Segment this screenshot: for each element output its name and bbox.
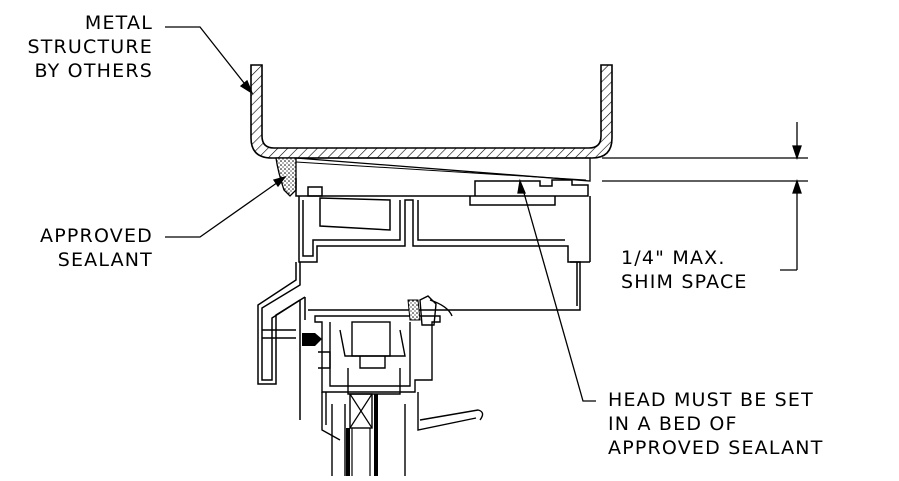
approved-sealant-line-1: APPROVED — [40, 225, 153, 247]
metal-structure-line-1: METAL — [84, 12, 153, 34]
leader-lines — [165, 26, 596, 402]
head-bed-line-2: IN A BED OF — [608, 413, 738, 435]
shim-space-label: 1/4" MAX. SHIM SPACE — [621, 246, 748, 294]
head-frame — [257, 178, 591, 420]
metal-structure-line-2: STRUCTURE — [27, 36, 153, 58]
shim-space-dimension — [602, 122, 808, 271]
sash-assembly — [314, 295, 484, 476]
metal-structure-label: METAL STRUCTURE BY OTHERS — [27, 11, 153, 83]
head-bed-label: HEAD MUST BE SET IN A BED OF APPROVED SE… — [608, 388, 824, 460]
sealant-bed — [295, 157, 591, 182]
sealant-bead — [275, 157, 297, 197]
head-bed-line-3: APPROVED SEALANT — [608, 437, 824, 459]
approved-sealant-label: APPROVED SEALANT — [40, 224, 153, 272]
metal-structure-line-3: BY OTHERS — [34, 60, 153, 82]
approved-sealant-line-2: SEALANT — [57, 249, 153, 271]
head-bed-line-1: HEAD MUST BE SET — [608, 389, 814, 411]
glazing-unit — [302, 299, 421, 476]
metal-structure — [250, 64, 613, 159]
shim-space-line-1: 1/4" MAX. — [621, 247, 726, 269]
shim-space-line-2: SHIM SPACE — [621, 271, 748, 293]
